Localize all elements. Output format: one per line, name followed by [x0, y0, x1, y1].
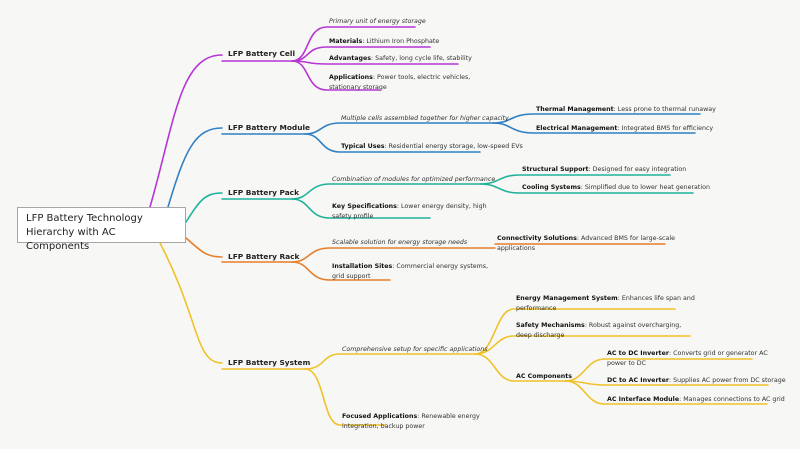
pack-description: Combination of modules for optimized per…: [332, 176, 496, 183]
system-ac-to-dc: AC to DC Inverter: Converts grid or gene…: [607, 350, 768, 367]
connector-cell: [149, 54, 223, 208]
module-typical-uses: Typical Uses: Residential energy storage…: [341, 143, 523, 150]
cell-applications: Applications: Power tools, electric vehi…: [329, 74, 471, 91]
connector-pack: [185, 192, 223, 223]
system-ems: Energy Management System: Enhances life …: [516, 295, 695, 312]
module-electrical: Electrical Management: Integrated BMS fo…: [536, 125, 714, 132]
system-dc-to-ac: DC to AC Inverter: Supplies AC power fro…: [607, 377, 786, 384]
system-safety: Safety Mechanisms: Robust against overch…: [516, 322, 682, 339]
branch-lfp-battery-system: LFP Battery System: [228, 358, 311, 367]
system-ac-interface: AC Interface Module: Manages connections…: [607, 396, 785, 403]
root-node: LFP Battery Technology Hierarchy with AC…: [17, 207, 186, 252]
root-title: LFP Battery Technology Hierarchy with AC…: [26, 213, 143, 252]
system-description: Comprehensive setup for specific applica…: [342, 346, 488, 353]
pack-cooling: Cooling Systems: Simplified due to lower…: [522, 184, 710, 191]
rack-description: Scalable solution for energy storage nee…: [332, 239, 468, 246]
cell-description: Primary unit of energy storage: [329, 18, 426, 25]
rack-installation: Installation Sites: Commercial energy sy…: [332, 263, 489, 280]
connector-rack: [185, 237, 223, 258]
module-description: Multiple cells assembled together for hi…: [341, 115, 509, 122]
cell-advantages: Advantages: Safety, long cycle life, sta…: [329, 55, 472, 62]
branch-lfp-battery-cell: LFP Battery Cell: [228, 49, 295, 58]
system-focused-applications: Focused Applications: Renewable energy i…: [342, 413, 480, 430]
connector-system: [159, 242, 223, 364]
pack-structural: Structural Support: Designed for easy in…: [522, 166, 687, 173]
system-ac-components: AC Components: [516, 373, 573, 380]
connector-module: [167, 127, 223, 208]
rack-connectivity: Connectivity Solutions: Advanced BMS for…: [497, 235, 675, 252]
branch-lfp-battery-pack: LFP Battery Pack: [228, 188, 299, 197]
pack-key-specs: Key Specifications: Lower energy density…: [332, 203, 487, 220]
branch-lfp-battery-module: LFP Battery Module: [228, 123, 311, 132]
cell-materials: Materials: Lithium Iron Phosphate: [329, 38, 440, 45]
module-thermal: Thermal Management: Less prone to therma…: [536, 106, 716, 113]
branch-lfp-battery-rack: LFP Battery Rack: [228, 252, 300, 261]
